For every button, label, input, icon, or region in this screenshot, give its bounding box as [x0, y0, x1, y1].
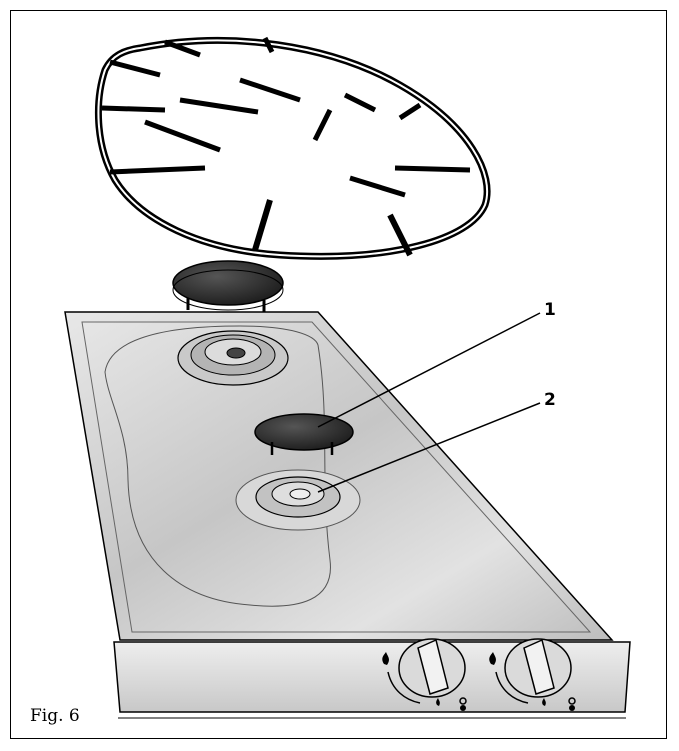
control-knob-left [387, 638, 466, 704]
control-knob-right [495, 638, 572, 704]
flame-icon [489, 652, 496, 665]
ignition-icon [459, 697, 467, 711]
ignition-icon [568, 697, 576, 711]
leader-line-1 [317, 312, 541, 428]
callout-2: 2 [544, 390, 556, 410]
leader-line-2 [317, 402, 541, 493]
upper-burner-cap [172, 260, 284, 312]
flame-icon [382, 652, 389, 665]
figure-frame [10, 10, 667, 739]
figure-label: Fig. 6 [30, 706, 80, 726]
lower-burner [235, 469, 361, 531]
small-flame-icon [436, 698, 440, 706]
small-flame-icon [542, 698, 546, 706]
control-panel [113, 641, 631, 719]
upper-burner [177, 330, 289, 386]
hob-plate [64, 311, 614, 641]
callout-1: 1 [544, 300, 556, 320]
lower-burner-cap [254, 413, 354, 455]
pan-support-grid [95, 36, 491, 260]
